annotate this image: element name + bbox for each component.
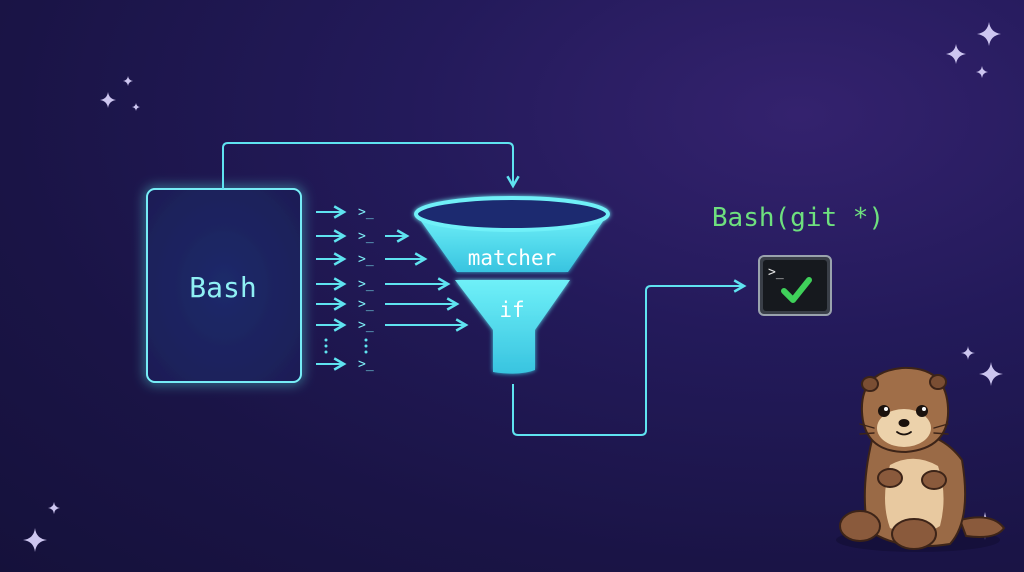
command-prompt-glyph: >_	[358, 318, 374, 333]
terminal-prompt-glyph: >_	[768, 265, 784, 280]
sparkle-icon	[23, 528, 47, 552]
sparkle-icon	[946, 44, 966, 64]
funnel-lower-section	[455, 280, 570, 374]
output-connector	[512, 279, 747, 436]
sparkle-icon	[48, 502, 60, 514]
sparkle-icon	[979, 362, 1003, 386]
matched-rule-label: Bash(git *)	[712, 203, 884, 233]
sparkle-icon	[132, 103, 140, 111]
command-arrows-column-1	[316, 205, 347, 371]
sparkle-icon	[976, 66, 988, 78]
otter-mascot	[836, 366, 1006, 552]
filter-funnel	[414, 196, 610, 374]
funnel-rim	[414, 196, 610, 232]
bash-box-label: Bash	[189, 271, 256, 304]
command-prompts: >_ >_ >_ >_ >_ >_ >_	[358, 205, 374, 372]
command-prompt-glyph: >_	[358, 357, 374, 372]
sparkle-icon	[123, 76, 133, 86]
command-arrows-column-2	[385, 229, 469, 332]
ellipsis-dots	[324, 338, 368, 354]
bypass-connector	[222, 142, 520, 189]
terminal-success-icon: >_	[758, 255, 832, 316]
command-prompt-glyph: >_	[358, 205, 374, 220]
sparkle-icon	[977, 22, 1001, 46]
funnel-if-label: if	[499, 298, 524, 322]
sparkle-icon	[100, 92, 116, 108]
bash-source-box: Bash	[146, 188, 302, 383]
command-prompt-glyph: >_	[358, 252, 374, 267]
checkmark-icon	[781, 277, 812, 303]
sparkle-icon	[961, 346, 975, 360]
funnel-matcher-label: matcher	[468, 246, 557, 270]
command-prompt-glyph: >_	[358, 277, 374, 292]
command-prompt-glyph: >_	[358, 297, 374, 312]
command-prompt-glyph: >_	[358, 229, 374, 244]
